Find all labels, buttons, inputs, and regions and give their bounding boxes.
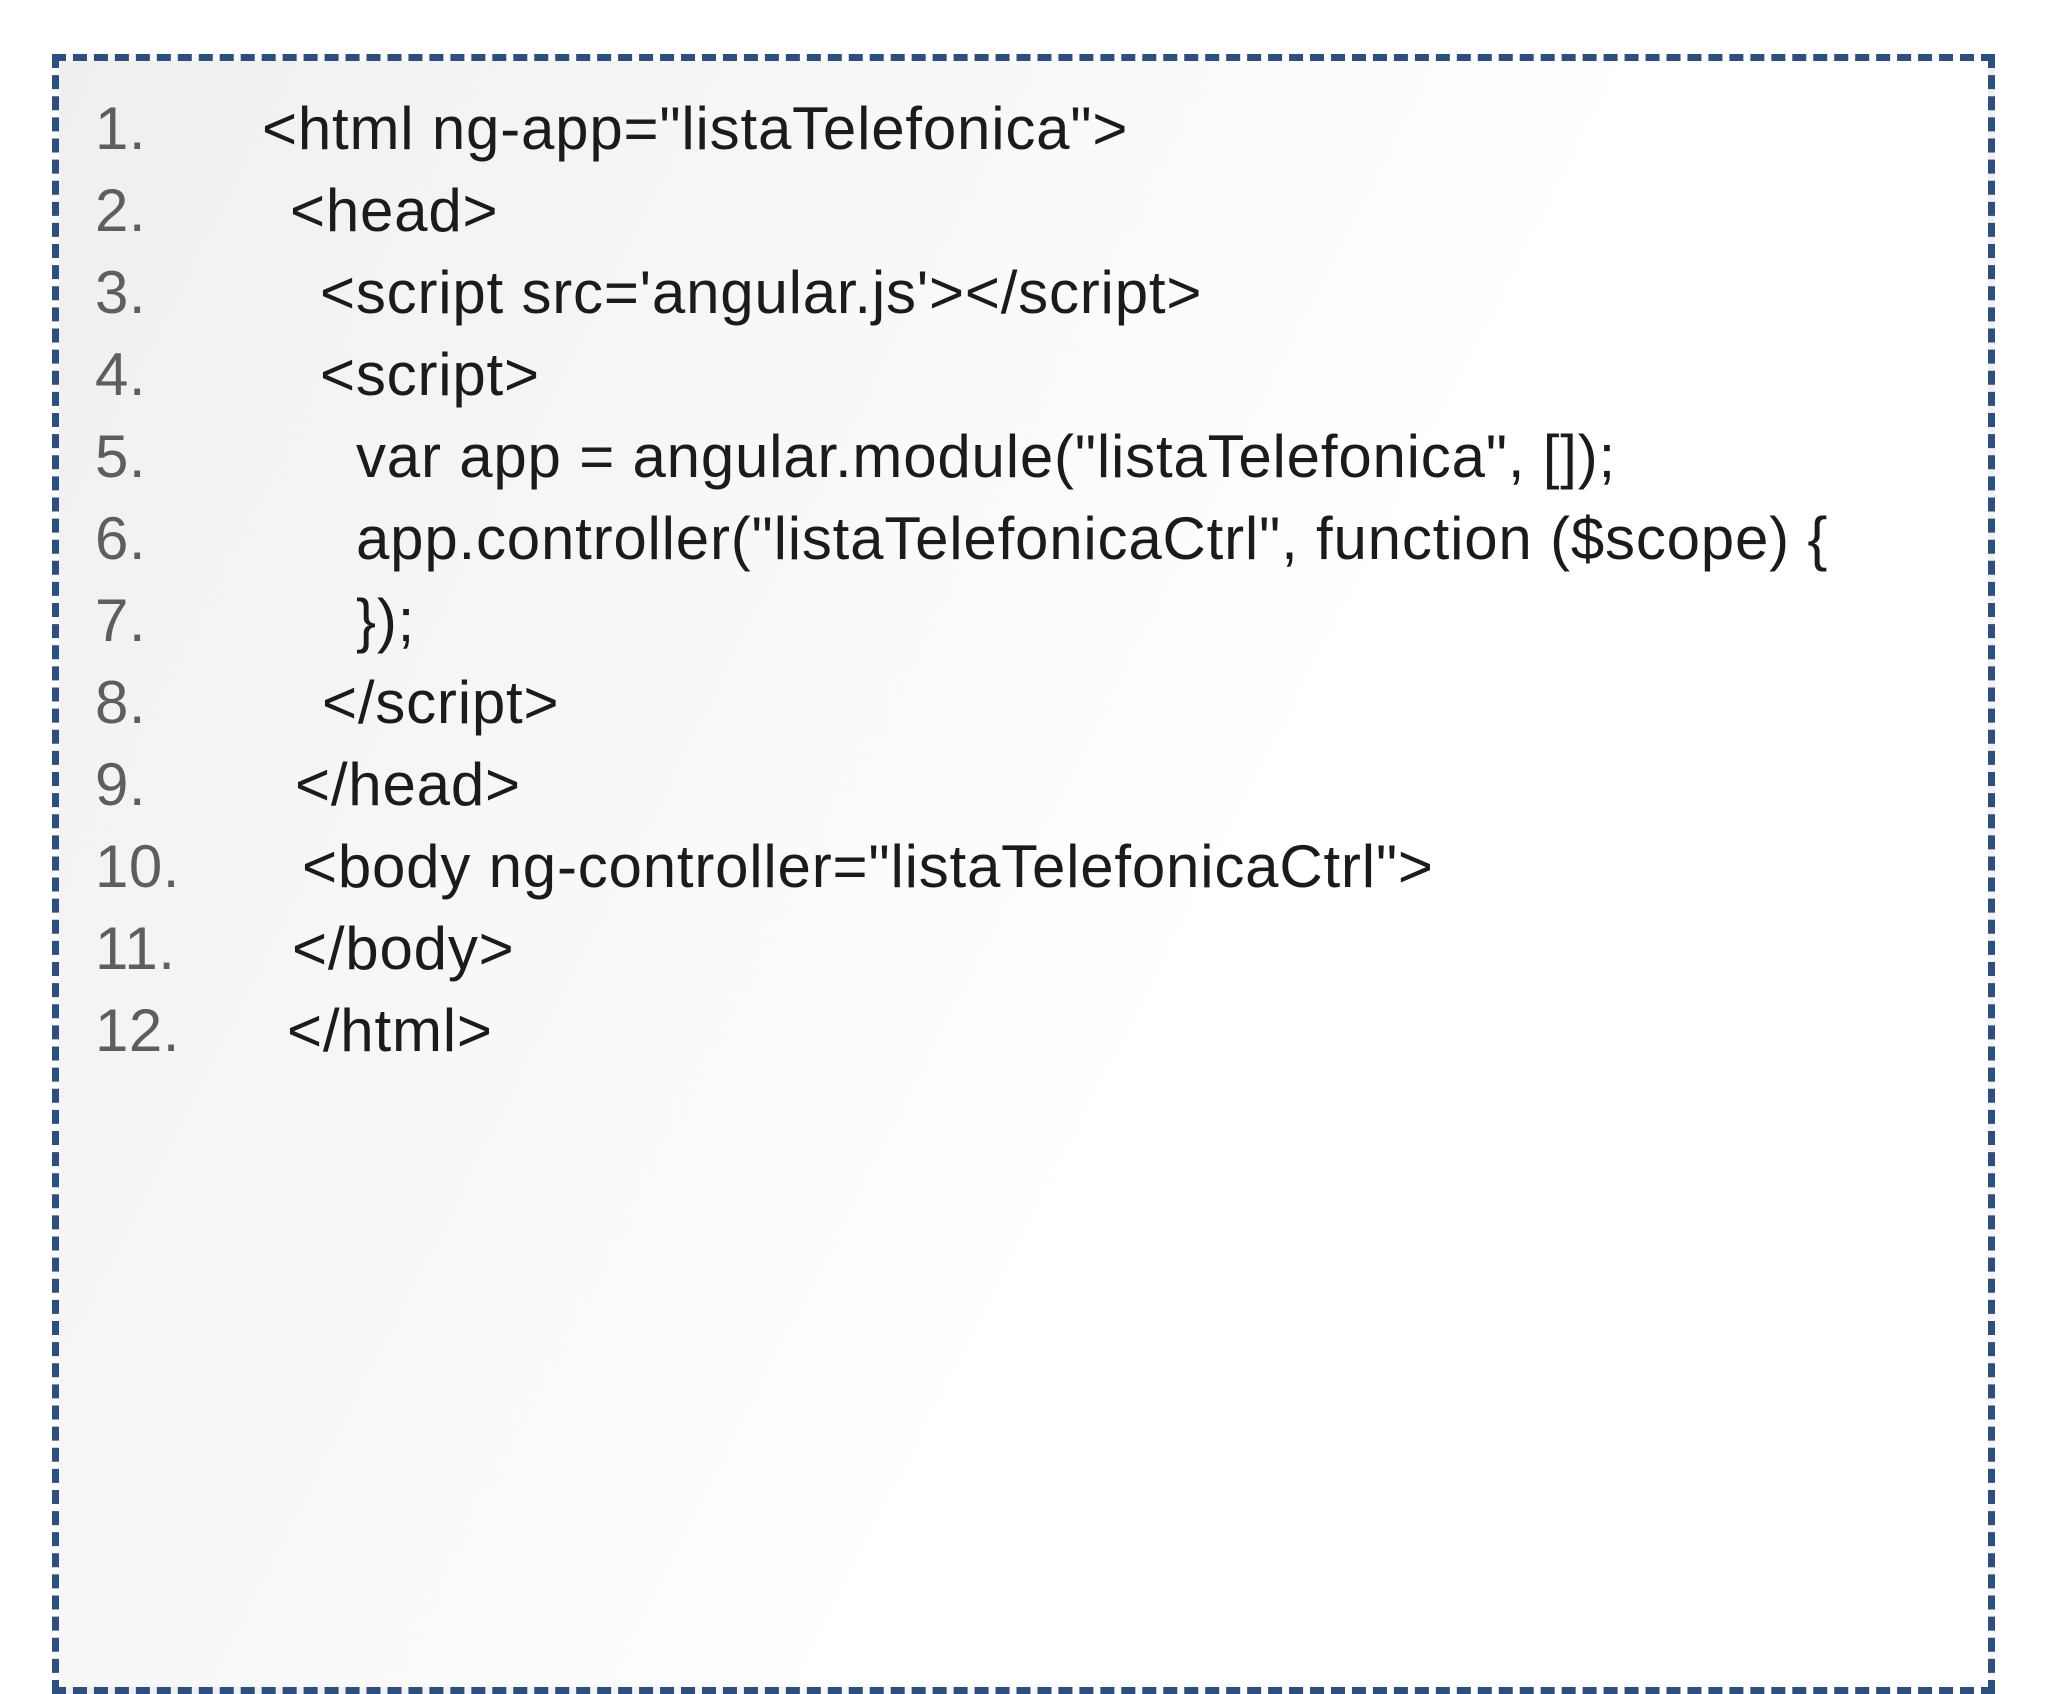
line-number: 8. xyxy=(95,669,147,736)
line-number: 3. xyxy=(95,259,147,326)
code-line: 5. var app = angular.module("listaTelefo… xyxy=(59,416,1988,498)
code-text: var app = angular.module("listaTelefonic… xyxy=(356,423,1616,490)
code-line: 10. <body ng-controller="listaTelefonica… xyxy=(59,826,1988,908)
code-text: </html> xyxy=(287,997,493,1064)
code-panel: 1. <html ng-app="listaTelefonica"> 2. <h… xyxy=(52,54,1995,1694)
line-number: 10. xyxy=(95,833,180,900)
code-line: 4. <script> xyxy=(59,334,1988,416)
code-text: </head> xyxy=(295,751,521,818)
line-number: 12. xyxy=(95,997,180,1064)
code-text: <head> xyxy=(290,177,499,244)
code-line: 8. </script> xyxy=(59,662,1988,744)
code-text: app.controller("listaTelefonicaCtrl", fu… xyxy=(356,505,1829,572)
code-line: 3. <script src='angular.js'></script> xyxy=(59,252,1988,334)
code-text: <html ng-app="listaTelefonica"> xyxy=(262,95,1129,162)
code-text: }); xyxy=(356,587,416,654)
line-number: 1. xyxy=(95,95,147,162)
code-text: <script src='angular.js'></script> xyxy=(320,259,1203,326)
code-line: 12. </html> xyxy=(59,990,1988,1072)
line-number: 7. xyxy=(95,587,147,654)
line-number: 6. xyxy=(95,505,147,572)
line-number: 4. xyxy=(95,341,147,408)
line-number: 5. xyxy=(95,423,147,490)
line-number: 2. xyxy=(95,177,147,244)
line-number: 11. xyxy=(95,915,176,982)
code-line: 6. app.controller("listaTelefonicaCtrl",… xyxy=(59,498,1988,580)
code-text: <body ng-controller="listaTelefonicaCtrl… xyxy=(302,833,1434,900)
code-text: <script> xyxy=(320,341,540,408)
code-text: </body> xyxy=(292,915,515,982)
code-line: 7. }); xyxy=(59,580,1988,662)
code-line: 2. <head> xyxy=(59,170,1988,252)
code-text: </script> xyxy=(322,669,560,736)
code-listing: 1. <html ng-app="listaTelefonica"> 2. <h… xyxy=(59,88,1988,1072)
code-line: 1. <html ng-app="listaTelefonica"> xyxy=(59,88,1988,170)
code-line: 9. </head> xyxy=(59,744,1988,826)
line-number: 9. xyxy=(95,751,147,818)
code-line: 11. </body> xyxy=(59,908,1988,990)
